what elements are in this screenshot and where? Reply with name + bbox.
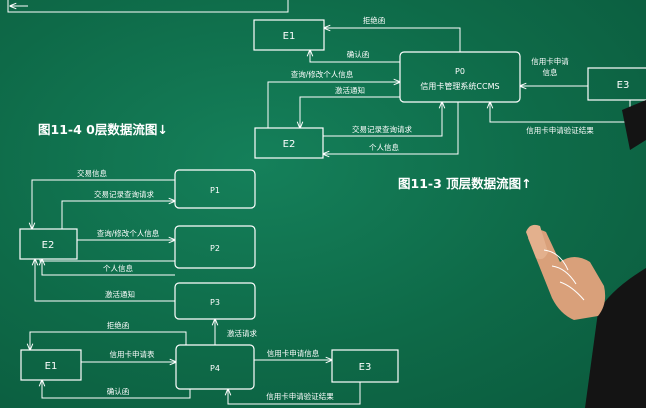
l0-p4-label: P4 xyxy=(210,364,220,373)
l0-e2-label: E2 xyxy=(42,240,55,251)
flow-top-application-label-1: 信用卡申请 xyxy=(531,56,569,66)
top-diagram-caption: 图11-3 顶层数据流图↑ xyxy=(398,176,532,191)
flow-l0-activation xyxy=(35,259,175,302)
flow-l0-transaction-query-label: 交易记录查询请求 xyxy=(94,189,154,199)
flow-l0-personal-info-label: 个人信息 xyxy=(103,263,133,273)
flow-top-reject xyxy=(324,28,461,52)
l0-p1-label: P1 xyxy=(210,186,220,195)
top-e3-box xyxy=(587,67,646,101)
presenter-thumb xyxy=(526,224,548,260)
flow-l0-personal-info xyxy=(42,259,175,276)
flow-l0-query-modify-label: 查询/修改个人信息 xyxy=(97,228,160,238)
flow-l0-application-info-label: 信用卡申请信息 xyxy=(267,348,320,358)
flow-l0-reject xyxy=(30,331,187,350)
top-p0-name: 信用卡管理系统CCMS xyxy=(420,81,499,91)
flow-l0-activation-label: 激活通知 xyxy=(105,289,135,299)
flow-top-confirm xyxy=(310,50,400,63)
top-e1-label: E1 xyxy=(283,31,296,42)
l0-e3-box xyxy=(331,349,399,383)
flow-l0-reject-label: 拒绝函 xyxy=(107,320,130,330)
flow-top-query-modify xyxy=(267,82,400,128)
flow-top-transaction-query xyxy=(323,102,442,137)
flow-top-query-modify-label: 查询/修改个人信息 xyxy=(291,69,354,79)
flow-top-personal-info-label: 个人信息 xyxy=(369,142,399,152)
l0-p3-label: P3 xyxy=(210,298,220,307)
top-e1-box xyxy=(253,19,325,51)
l0-e3-label: E3 xyxy=(359,362,372,373)
l0-e2-box xyxy=(19,228,78,260)
flow-top-verification xyxy=(490,100,631,123)
flow-top-transaction-query-label: 交易记录查询请求 xyxy=(352,124,412,134)
top-e2-box xyxy=(254,127,324,159)
top-p0-box xyxy=(399,51,521,103)
flow-l0-activation-request-label: 激活请求 xyxy=(227,328,257,338)
top-level-dfd: E1 P0 信用卡管理系统CCMS E2 E3 拒绝函 确认函 查询/修改个人信… xyxy=(253,15,646,191)
top-p0-id: P0 xyxy=(455,67,465,76)
l0-p1-box xyxy=(174,169,256,209)
flow-top-reject-label: 拒绝函 xyxy=(363,15,386,25)
flow-top-activation-label: 激活通知 xyxy=(335,85,365,95)
flow-l0-verification-label: 信用卡申请验证结果 xyxy=(266,391,334,401)
l0-p2-box xyxy=(174,225,256,269)
flow-l0-transaction-query xyxy=(61,201,175,229)
flow-l0-verification xyxy=(228,382,361,405)
flow-top-activation xyxy=(300,96,400,128)
flow-top-confirm-label: 确认函 xyxy=(347,49,370,59)
top-e3-label: E3 xyxy=(617,80,630,91)
flow-top-personal-info xyxy=(323,102,459,154)
flow-top-application-label-2: 信息 xyxy=(543,67,558,77)
level0-diagram-caption: 图11-4 0层数据流图↓ xyxy=(38,122,168,137)
l0-e1-box xyxy=(20,349,82,381)
l0-p2-label: P2 xyxy=(210,244,220,253)
cropped-box-top xyxy=(7,0,289,13)
flow-top-verification-label: 信用卡申请验证结果 xyxy=(526,125,594,135)
flow-l0-confirm xyxy=(42,380,191,399)
level0-dfd: 图11-4 0层数据流图↓ E2 P1 P2 P3 P4 E1 E3 交易信息 … xyxy=(19,122,399,405)
flow-l0-transaction-info-label: 交易信息 xyxy=(77,168,107,178)
presenter-knuckles xyxy=(543,249,585,301)
top-e2-label: E2 xyxy=(283,139,296,150)
flow-l0-confirm-label: 确认函 xyxy=(107,386,130,396)
flow-l0-transaction-info xyxy=(32,179,175,229)
l0-e1-label: E1 xyxy=(45,361,58,372)
presenter-shoulder xyxy=(622,100,646,150)
presenter-hand xyxy=(526,100,646,408)
flow-l0-application-form-label: 信用卡申请表 xyxy=(110,349,155,359)
presenter-sleeve xyxy=(585,268,646,408)
